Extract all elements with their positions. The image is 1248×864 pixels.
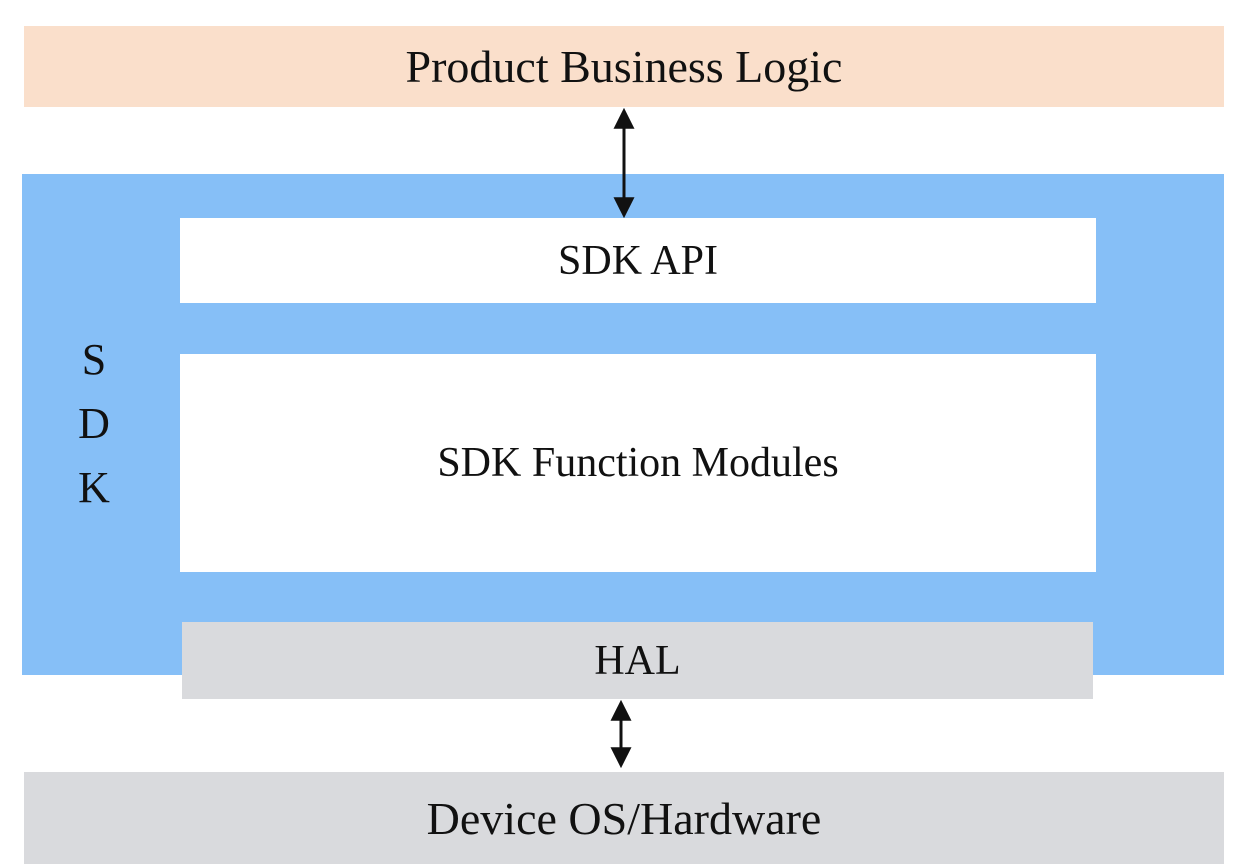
sdk-letter-k: K — [78, 463, 110, 512]
sdk-letter-s: S — [81, 335, 107, 384]
hal-layer: HAL — [182, 622, 1093, 699]
sdk-function-modules-layer: SDK Function Modules — [180, 354, 1096, 572]
device-os-hardware-layer: Device OS/Hardware — [24, 772, 1224, 864]
hal-label: HAL — [594, 637, 681, 684]
product-business-logic-layer: Product Business Logic — [24, 26, 1224, 107]
sdk-api-layer: SDK API — [180, 218, 1096, 303]
sdk-function-modules-label: SDK Function Modules — [437, 440, 839, 486]
sdk-vertical-label: S D K — [62, 330, 126, 518]
device-os-hardware-label: Device OS/Hardware — [426, 792, 822, 844]
sdk-letter-d: D — [78, 399, 110, 448]
product-business-logic-label: Product Business Logic — [405, 41, 843, 92]
sdk-api-label: SDK API — [558, 237, 718, 284]
